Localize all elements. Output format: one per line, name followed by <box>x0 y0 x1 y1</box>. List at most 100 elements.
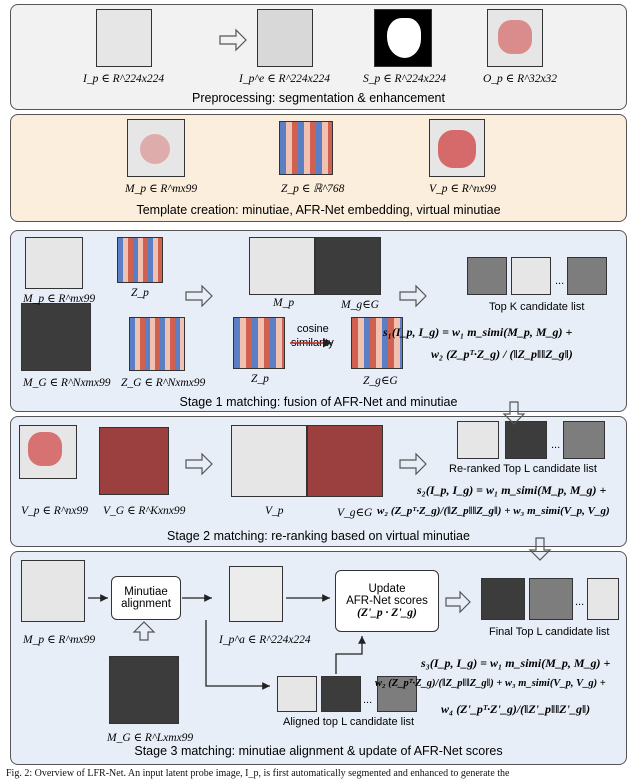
stage3-equation-line1: s₃(I_p, I_g) = w₁ m_simi(M_p, M_g) + <box>421 656 611 670</box>
topk-candidate-3 <box>567 257 607 295</box>
update-box-line2: AFR-Net scores <box>346 595 428 607</box>
orientation-field <box>487 9 543 67</box>
final-label: Final Top L candidate list <box>489 626 610 638</box>
label-zp: Z_p ∈ ℝ^768 <box>281 183 345 195</box>
aligned-candidate-2 <box>321 676 361 712</box>
topl-candidate-2 <box>505 421 547 459</box>
align-box-line2: alignment <box>121 598 171 610</box>
label-sp: S_p ∈ R^224x224 <box>363 73 446 85</box>
label-s3-mp: M_p ∈ R^mx99 <box>23 634 96 646</box>
aligned-candidate-3 <box>377 676 417 712</box>
stage2-panel: V_p ∈ R^nx99 V_G ∈ R^Kxnx99 V_p V_g∈G ..… <box>10 416 627 547</box>
update-box-line3: (Z'_p · Z'_g) <box>357 607 417 619</box>
topl-label: Re-ranked Top L candidate list <box>449 463 597 475</box>
stage3-panel: M_p ∈ R^mx99 Minutiae alignment I_p^a ∈ … <box>10 551 627 765</box>
update-scores-box: Update AFR-Net scores (Z'_p · Z'_g) <box>335 570 439 632</box>
pair-mg-image <box>315 237 381 295</box>
topl-ellipsis: ... <box>551 439 561 451</box>
topk-ellipsis: ... <box>555 275 565 287</box>
stage2-pair-vp <box>231 425 307 497</box>
gallery-up-hollow-arrow <box>132 621 156 641</box>
stage1-caption: Stage 1 matching: fusion of AFR-Net and … <box>179 395 458 409</box>
topl-candidate-1 <box>457 421 499 459</box>
segmentation-mask <box>374 9 432 67</box>
label-s3-mg: M_G ∈ R^Lxmx99 <box>107 732 194 744</box>
label-op: O_p ∈ R^32x32 <box>483 73 558 85</box>
label-s1-zg: Z_G ∈ R^Nxmx99 <box>121 377 206 389</box>
label-pair-zg: Z_g∈G <box>363 375 398 387</box>
topk-label: Top K candidate list <box>489 301 585 313</box>
aligned-candidate-1 <box>277 676 317 712</box>
topk-candidate-2 <box>511 257 551 295</box>
preprocess-hollow-arrow <box>219 28 247 52</box>
align-box-line1: Minutiae <box>124 586 168 598</box>
enhanced-image <box>257 9 313 67</box>
update-box-line1: Update <box>368 583 406 595</box>
label-s1-mp: M_p ∈ R^mx99 <box>23 293 96 305</box>
stage3-caption: Stage 3 matching: minutiae alignment & u… <box>134 744 503 758</box>
stage2-probe-image <box>19 425 77 479</box>
probe-minutiae-image <box>25 237 83 289</box>
label-s2-vp-pair: V_p <box>265 505 284 517</box>
stage2-equation-line2: w₂ (Z_pᵀ·Z_g)/(‖Z_p‖‖Z_g‖) + w₃ m_simi(V… <box>377 505 610 517</box>
stage1-hollow-arrow-b <box>399 284 427 308</box>
label-ip: I_p ∈ R^224x224 <box>83 73 165 85</box>
minutiae-image <box>127 119 185 177</box>
final-candidate-3 <box>587 578 619 620</box>
label-ipe: I_p^e ∈ R^224x224 <box>239 73 331 85</box>
embedding-heatmap <box>279 121 333 175</box>
label-s2-vp: V_p ∈ R^nx99 <box>21 505 89 517</box>
stage2-to-3-hollow-arrow <box>528 537 552 561</box>
stage2-pair-vg <box>307 425 383 497</box>
stage1-to-2-hollow-arrow <box>502 401 526 425</box>
stage1-equation-line1: s₁(I_p, I_g) = w₁ m_simi(M_p, M_g) + <box>383 325 573 339</box>
final-ellipsis: ... <box>575 596 585 608</box>
figure-caption: Fig. 2: Overview of LFR-Net. An input la… <box>6 768 510 779</box>
label-vp: V_p ∈ R^nx99 <box>429 183 497 195</box>
final-candidate-1 <box>481 578 525 620</box>
final-hollow-arrow <box>445 590 471 614</box>
stage1-equation-line2: w₂ (Z_pᵀ·Z_g) / (‖Z_p‖‖Z_g‖) <box>431 347 573 361</box>
stage2-hollow-arrow-a <box>185 452 213 476</box>
aligned-label: Aligned top L candidate list <box>283 716 415 728</box>
stage3-probe-image <box>21 560 85 622</box>
template-panel: M_p ∈ R^mx99 Z_p ∈ ℝ^768 V_p ∈ R^nx99 Te… <box>10 114 627 222</box>
stage3-gallery-stack <box>109 656 179 724</box>
stage2-equation-line1: s₂(I_p, I_g) = w₁ m_simi(M_p, M_g) + <box>417 483 607 497</box>
preprocessing-caption: Preprocessing: segmentation & enhancemen… <box>192 91 445 105</box>
label-pair-mg: M_g∈G <box>341 299 379 311</box>
latent-image <box>96 9 152 67</box>
label-s3-ipa: I_p^a ∈ R^224x224 <box>219 634 311 646</box>
virtual-minutiae-image <box>429 119 485 177</box>
pair-zp-heatmap <box>233 317 285 369</box>
pair-mp-image <box>249 237 315 295</box>
topk-candidate-1 <box>467 257 507 295</box>
pair-zg-heatmap <box>351 317 403 369</box>
candidates-to-update-arrow <box>335 636 366 674</box>
label-mp: M_p ∈ R^mx99 <box>125 183 198 195</box>
minutiae-alignment-box: Minutiae alignment <box>111 576 181 620</box>
label-s2-vg: V_G ∈ R^Kxnx99 <box>103 505 186 517</box>
label-pair-zp: Z_p <box>251 373 269 385</box>
stage2-hollow-arrow-b <box>399 452 427 476</box>
stage2-caption: Stage 2 matching: re-ranking based on vi… <box>167 529 470 543</box>
label-pair-mp: M_p <box>273 297 295 309</box>
label-s1-mg: M_G ∈ R^Nxmx99 <box>23 377 111 389</box>
stage2-gallery-stack <box>99 427 169 495</box>
stage3-equation-line3: w₄ (Z'_pᵀ·Z'_g)/(‖Z'_p‖‖Z'_g‖) <box>441 702 591 716</box>
stage1-hollow-arrow-a <box>185 284 213 308</box>
zg-heatmap-stack <box>129 317 185 371</box>
aligned-probe-image <box>229 566 283 622</box>
final-candidate-2 <box>529 578 573 620</box>
zp-heatmap <box>117 237 163 283</box>
label-s2-vg-pair: V_g∈G <box>337 507 373 519</box>
label-s1-zp: Z_p <box>131 287 149 299</box>
align-to-candidates-arrow <box>205 620 270 690</box>
aligned-ellipsis: ... <box>363 694 373 706</box>
cosine-label: cosine <box>297 323 329 335</box>
template-caption: Template creation: minutiae, AFR-Net emb… <box>136 203 501 217</box>
gallery-stack-mg <box>21 303 91 371</box>
stage3-equation-line2: w₂ (Z_pᵀ·Z_g)/(‖Z_p‖‖Z_g‖) + w₃ m_simi(V… <box>375 678 606 689</box>
topl-candidate-3 <box>563 421 605 459</box>
